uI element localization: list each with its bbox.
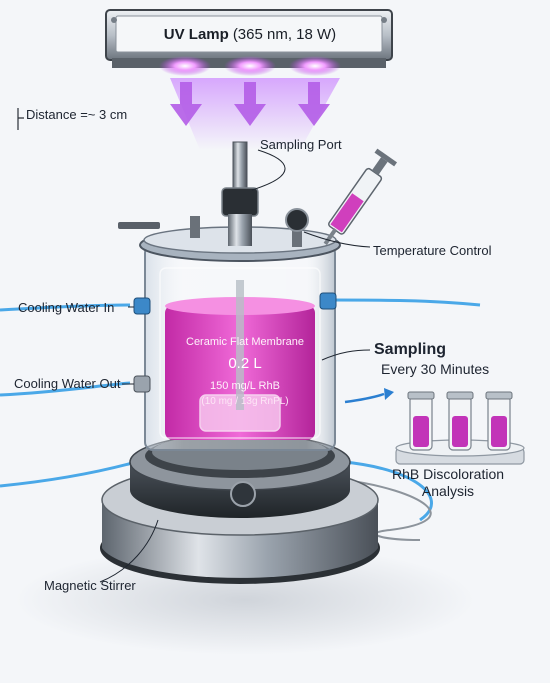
uv-led xyxy=(159,56,211,76)
stirrer-knob[interactable] xyxy=(230,481,256,507)
cooling-water-out-label: Cooling Water Out xyxy=(14,376,121,391)
cooling-out-connector[interactable] xyxy=(133,375,151,393)
uv-lamp-title: UV Lamp (365 nm, 18 W) xyxy=(110,14,390,54)
sampling-port-leader xyxy=(251,149,286,191)
magnetic-stirrer-label: Magnetic Stirrer xyxy=(44,578,136,593)
magnetic-stirrer xyxy=(100,433,380,584)
lid-fitting[interactable] xyxy=(190,216,200,238)
sampling-leader xyxy=(321,349,371,361)
uv-lamp-label: UV Lamp xyxy=(163,25,229,43)
inner-cylinder xyxy=(159,267,321,439)
sampling-interval-label: Every 30 Minutes xyxy=(381,361,490,377)
thermo-stem xyxy=(292,225,302,247)
uv-led xyxy=(289,56,341,76)
screw-icon xyxy=(111,17,117,23)
cooling-out-tube xyxy=(0,381,131,397)
distance-bracket xyxy=(17,108,24,130)
uv-led xyxy=(224,56,276,76)
temperature-leader xyxy=(303,231,371,248)
cooling-water-in-label: Cooling Water In xyxy=(18,300,115,315)
stirrer-leader xyxy=(99,519,159,583)
syringe-icon[interactable] xyxy=(315,148,398,251)
cooling-in-connector[interactable] xyxy=(133,297,151,315)
sampling-arrowhead xyxy=(384,388,394,400)
concentration-label: 150 mg/L RhB xyxy=(210,380,280,392)
stirrer-cable xyxy=(344,479,432,541)
lid-side-fitting[interactable] xyxy=(118,222,160,229)
sampling-arrow-icon xyxy=(344,392,385,404)
port-collar xyxy=(228,214,252,246)
analysis-label: RhB Discoloration Analysis xyxy=(391,466,505,499)
uv-lamp xyxy=(105,9,393,76)
right-connector[interactable] xyxy=(319,292,337,310)
sample-vial xyxy=(407,391,435,451)
sampling-port[interactable] xyxy=(221,187,259,217)
volume-label: 0.2 L xyxy=(228,355,262,372)
sampling-label: Sampling xyxy=(374,341,447,358)
uv-arrow-icon xyxy=(298,82,330,126)
temperature-control-label: Temperature Control xyxy=(373,243,492,258)
right-tube xyxy=(329,298,481,307)
membrane-label: Ceramic Flat Membrane xyxy=(186,336,304,348)
floor-shadow xyxy=(15,545,475,655)
uv-lamp-spec: (365 nm, 18 W) xyxy=(232,25,337,43)
sampling-port-label: Sampling Port xyxy=(260,137,342,152)
bottom-tube xyxy=(344,460,433,522)
sample-vial xyxy=(485,391,513,451)
temperature-knob[interactable] xyxy=(285,208,309,232)
sample-vial xyxy=(446,391,474,451)
uv-arrow-icon xyxy=(234,82,266,126)
cooling-in-tube xyxy=(0,303,131,312)
screw-icon xyxy=(381,17,387,23)
ratio-label: (10 mg / 13g RnPL) xyxy=(201,396,289,407)
distance-label: Distance =~ 3 cm xyxy=(26,107,128,122)
inner-shaft xyxy=(236,280,244,410)
uv-arrow-icon xyxy=(170,82,202,126)
